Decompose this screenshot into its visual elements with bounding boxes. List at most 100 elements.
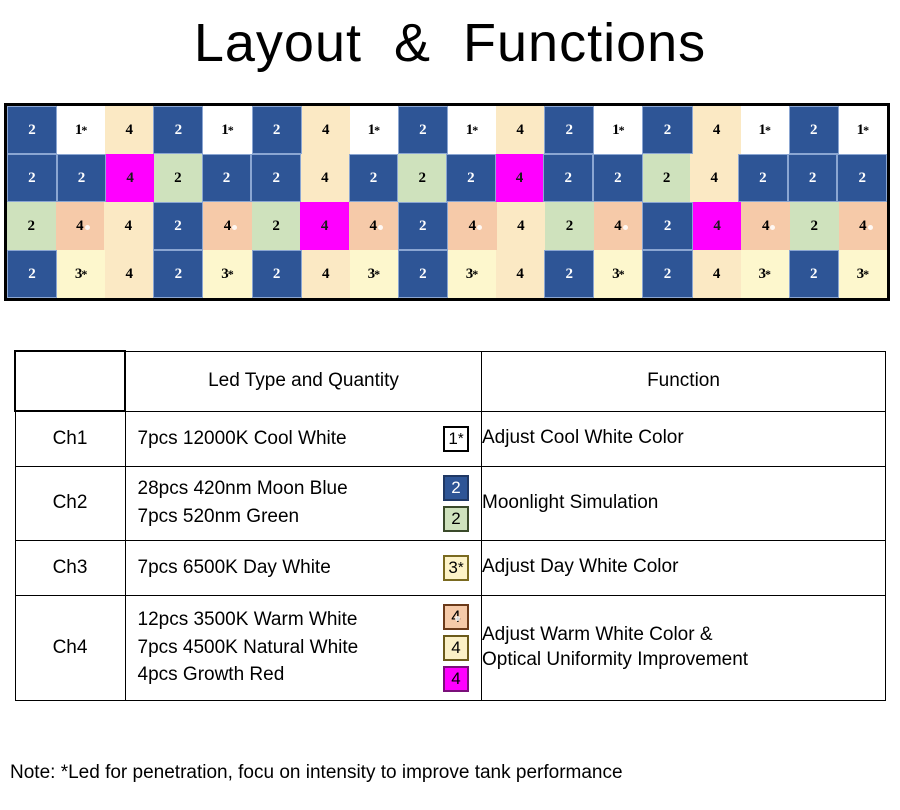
led-cell-label: 2 bbox=[614, 169, 622, 186]
led-cell: 4 bbox=[301, 106, 350, 154]
led-cell: 2 bbox=[251, 250, 302, 298]
led-cell-label: 2 bbox=[222, 169, 231, 186]
led-cell-label: 2 bbox=[28, 121, 36, 138]
led-cell-label: 2 bbox=[810, 217, 819, 234]
led-cell-label: 1 bbox=[856, 121, 865, 138]
led-cell: 3* bbox=[594, 250, 643, 298]
led-type-line: 28pcs 420nm Moon Blue bbox=[137, 478, 348, 500]
led-cell: 4 bbox=[106, 154, 155, 202]
led-cell-label: 2 bbox=[174, 121, 183, 138]
led-cell-label: 2 bbox=[565, 265, 574, 282]
function-cell: Adjust Warm White Color &Optical Uniform… bbox=[481, 594, 886, 701]
led-cell: 2 bbox=[593, 154, 643, 202]
led-cell-label: 3 bbox=[367, 265, 376, 282]
led-cell: 4 bbox=[105, 250, 154, 298]
led-cell-label: 2 bbox=[810, 121, 818, 138]
led-cell-label: 1 bbox=[367, 121, 376, 138]
asterisk-icon: * bbox=[81, 122, 88, 137]
led-cell: 4 bbox=[203, 202, 252, 250]
led-type-cell: 7pcs 12000K Cool White 1* bbox=[124, 410, 482, 467]
led-cell: 3* bbox=[447, 250, 497, 298]
led-cell-label: 3 bbox=[758, 265, 766, 282]
led-cell-label: 1 bbox=[758, 121, 766, 138]
led-cell: 4 bbox=[496, 106, 545, 154]
led-cell: 1* bbox=[838, 106, 887, 154]
function-text-list: Adjust Day White Color bbox=[482, 555, 885, 580]
led-cell: 4 bbox=[55, 202, 105, 250]
led-cell: 4 bbox=[692, 250, 741, 298]
led-cell: 2 bbox=[201, 154, 252, 202]
badge-label: 4 bbox=[451, 607, 461, 626]
asterisk-icon: * bbox=[472, 266, 479, 281]
led-cell: 2 bbox=[545, 202, 594, 250]
badge-label: 2 bbox=[451, 509, 461, 528]
led-cell: 2 bbox=[787, 154, 838, 202]
led-cell-label: 3 bbox=[74, 265, 83, 282]
led-cell-label: 4 bbox=[124, 217, 133, 234]
led-cell-label: 2 bbox=[28, 169, 36, 186]
led-cell: 4 bbox=[105, 106, 154, 154]
function-text-list: Moonlight Simulation bbox=[482, 491, 885, 516]
led-type-badge: 4 bbox=[443, 634, 469, 661]
led-cell-label: 2 bbox=[663, 217, 672, 234]
led-type-line: 7pcs 4500K Natural White bbox=[137, 636, 359, 658]
led-cell-label: 4 bbox=[125, 121, 134, 138]
asterisk-icon: * bbox=[374, 266, 381, 281]
led-type-text-list: 7pcs 12000K Cool White bbox=[138, 427, 347, 451]
led-cell: 2 bbox=[7, 202, 56, 250]
led-cell-label: 2 bbox=[174, 169, 182, 186]
led-cell: 4 bbox=[838, 202, 888, 250]
led-cell: 4 bbox=[348, 202, 398, 250]
function-line: Adjust Cool White Color bbox=[482, 427, 684, 449]
led-cell: 2 bbox=[397, 106, 448, 154]
function-cell: Adjust Day White Color bbox=[481, 539, 886, 596]
led-cell-label: 2 bbox=[418, 169, 426, 186]
led-cell: 2 bbox=[153, 106, 204, 154]
function-line: Adjust Warm White Color & bbox=[482, 623, 713, 645]
led-cell-label: 3 bbox=[221, 265, 229, 282]
led-cell: 2 bbox=[642, 106, 693, 154]
led-badge-list: 1* bbox=[443, 425, 469, 452]
led-cell-label: 1 bbox=[465, 121, 474, 138]
led-cell: 2 bbox=[738, 154, 788, 202]
asterisk-icon: * bbox=[457, 559, 464, 576]
led-cell-label: 2 bbox=[272, 265, 281, 282]
led-badge-list: 3* bbox=[443, 554, 469, 581]
led-cell-label: 4 bbox=[712, 265, 721, 282]
led-cell: 4 bbox=[496, 202, 546, 250]
led-cell: 4 bbox=[593, 202, 643, 250]
led-cell-label: 1 bbox=[74, 121, 83, 138]
led-cell: 2 bbox=[543, 154, 594, 202]
led-cell-label: 4 bbox=[516, 121, 524, 138]
asterisk-icon: * bbox=[863, 266, 870, 281]
led-cell-label: 4 bbox=[223, 217, 232, 234]
asterisk-icon: * bbox=[618, 122, 625, 137]
led-cell-label: 2 bbox=[27, 217, 36, 234]
led-cell: 1* bbox=[349, 106, 398, 154]
led-cell: 4 bbox=[496, 250, 545, 298]
led-cell-label: 4 bbox=[713, 217, 721, 234]
led-cell-label: 4 bbox=[517, 217, 525, 234]
led-cell-label: 4 bbox=[76, 217, 84, 234]
asterisk-icon: * bbox=[374, 122, 381, 137]
badge-label: 2 bbox=[451, 478, 461, 497]
led-cell: 2 bbox=[788, 106, 839, 154]
led-cell: 1* bbox=[447, 106, 497, 154]
led-type-line: 4pcs Growth Red bbox=[137, 664, 285, 686]
asterisk-icon: * bbox=[227, 122, 234, 137]
asterisk-icon: * bbox=[863, 122, 870, 137]
led-type-badge: 4 bbox=[443, 603, 469, 630]
led-cell: 4 bbox=[448, 202, 497, 250]
led-type-badge: 4 bbox=[443, 665, 469, 692]
function-text-list: Adjust Cool White Color bbox=[482, 426, 885, 451]
led-cell: 2 bbox=[837, 154, 888, 202]
led-cell-label: 4 bbox=[126, 169, 134, 186]
